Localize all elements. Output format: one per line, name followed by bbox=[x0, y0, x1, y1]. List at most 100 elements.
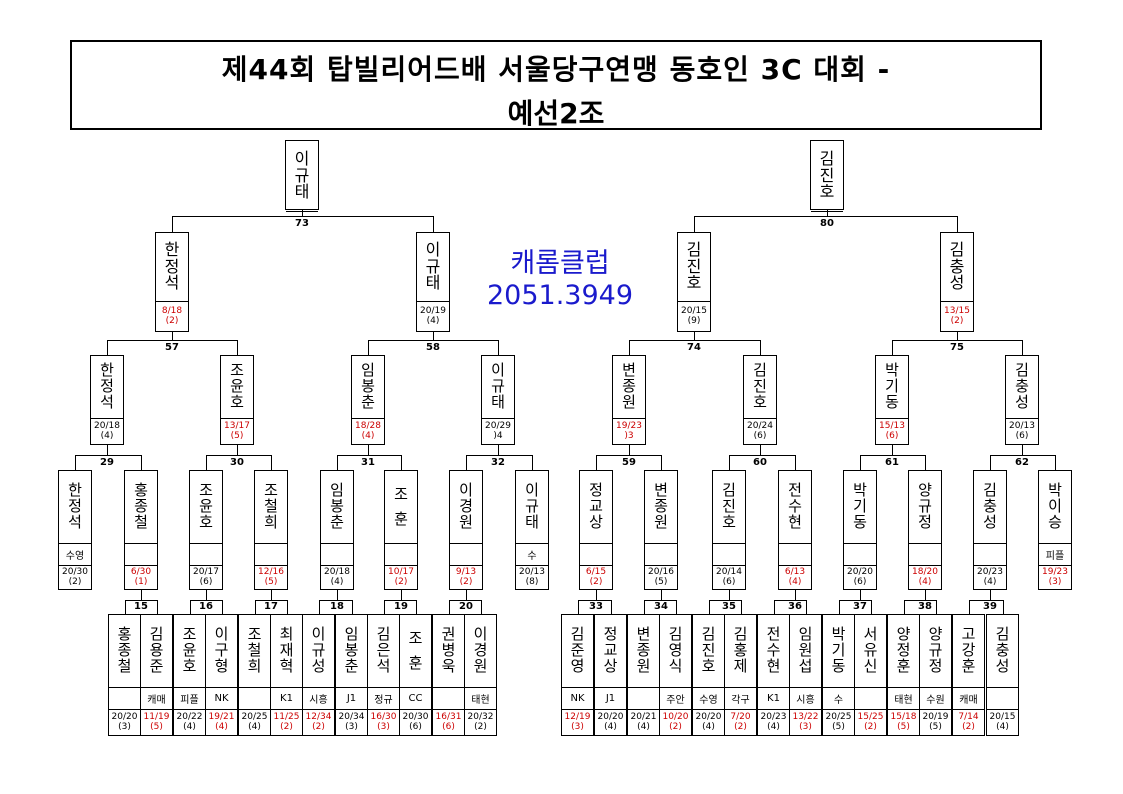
bracket-line bbox=[860, 455, 926, 456]
bracket-line bbox=[892, 340, 1023, 341]
bracket-line bbox=[729, 455, 796, 456]
bracket-line bbox=[644, 600, 677, 601]
bracket-line bbox=[629, 340, 630, 356]
bracket-line bbox=[806, 600, 807, 615]
match-number: 30 bbox=[230, 457, 244, 468]
player-score: 20/34(3) bbox=[336, 709, 367, 735]
match-number: 20 bbox=[459, 601, 473, 612]
match-number: 59 bbox=[622, 457, 636, 468]
player-score: 20/19(4) bbox=[417, 301, 449, 331]
bracket-line bbox=[936, 600, 937, 615]
match-number: 18 bbox=[330, 601, 344, 612]
player-club: 태현 bbox=[465, 687, 496, 709]
bracket-line bbox=[172, 332, 173, 341]
player-score: 15/25(2) bbox=[855, 709, 886, 735]
match-number: 35 bbox=[722, 601, 736, 612]
bracket-line bbox=[368, 340, 369, 356]
bracket-line bbox=[125, 600, 126, 615]
bracket-line bbox=[795, 455, 796, 471]
bracket-line bbox=[206, 455, 207, 471]
bracket-line bbox=[957, 216, 958, 233]
player-club: 피플 bbox=[174, 687, 205, 709]
bracket-line bbox=[644, 600, 645, 615]
bracket-line bbox=[222, 600, 223, 615]
player-score: 20/13(6) bbox=[1006, 418, 1038, 444]
player-club bbox=[779, 543, 811, 565]
bracket-line bbox=[729, 590, 730, 601]
player-club: 주안 bbox=[660, 687, 691, 709]
player-club: K1 bbox=[758, 687, 789, 709]
player-score: 20/23(4) bbox=[758, 709, 789, 735]
bracket-line bbox=[629, 445, 630, 456]
player-score: 20/32(2) bbox=[465, 709, 496, 735]
match-number: 19 bbox=[394, 601, 408, 612]
match-number: 39 bbox=[983, 601, 997, 612]
player-score: 20/30(2) bbox=[59, 565, 91, 589]
bracket-line bbox=[157, 600, 158, 615]
bracket-line bbox=[611, 600, 612, 615]
bracket-line bbox=[860, 455, 861, 471]
bracket-line bbox=[969, 600, 1004, 601]
bracket-line bbox=[481, 600, 482, 615]
bracket-line bbox=[75, 455, 142, 456]
club-phone: 2051.3949 bbox=[486, 280, 633, 311]
match-number: 17 bbox=[264, 601, 278, 612]
player-club bbox=[255, 543, 287, 565]
player-score: 16/31(6) bbox=[433, 709, 464, 735]
player-score: 19/23(3) bbox=[1039, 565, 1071, 589]
match-number: 31 bbox=[361, 457, 375, 468]
bracket-line bbox=[694, 216, 695, 233]
bracket-line bbox=[839, 600, 872, 601]
club-info: 캐롬클럽 2051.3949 bbox=[470, 248, 650, 312]
player-club bbox=[844, 543, 876, 565]
match-number: 57 bbox=[165, 342, 179, 353]
player-score: 20/18(4) bbox=[91, 418, 123, 444]
player-club bbox=[190, 543, 222, 565]
player-score: 20/25(5) bbox=[823, 709, 854, 735]
player-club: 캐매 bbox=[141, 687, 172, 709]
player-club: 수영 bbox=[59, 543, 91, 565]
bracket-line bbox=[337, 590, 338, 601]
player-score: 6/13(4) bbox=[779, 565, 811, 589]
player-club bbox=[433, 687, 464, 709]
player-score: 19/23)3 bbox=[613, 418, 645, 444]
bracket-line bbox=[578, 600, 612, 601]
bracket-line bbox=[368, 340, 499, 341]
player-score: 7/20(2) bbox=[725, 709, 756, 735]
